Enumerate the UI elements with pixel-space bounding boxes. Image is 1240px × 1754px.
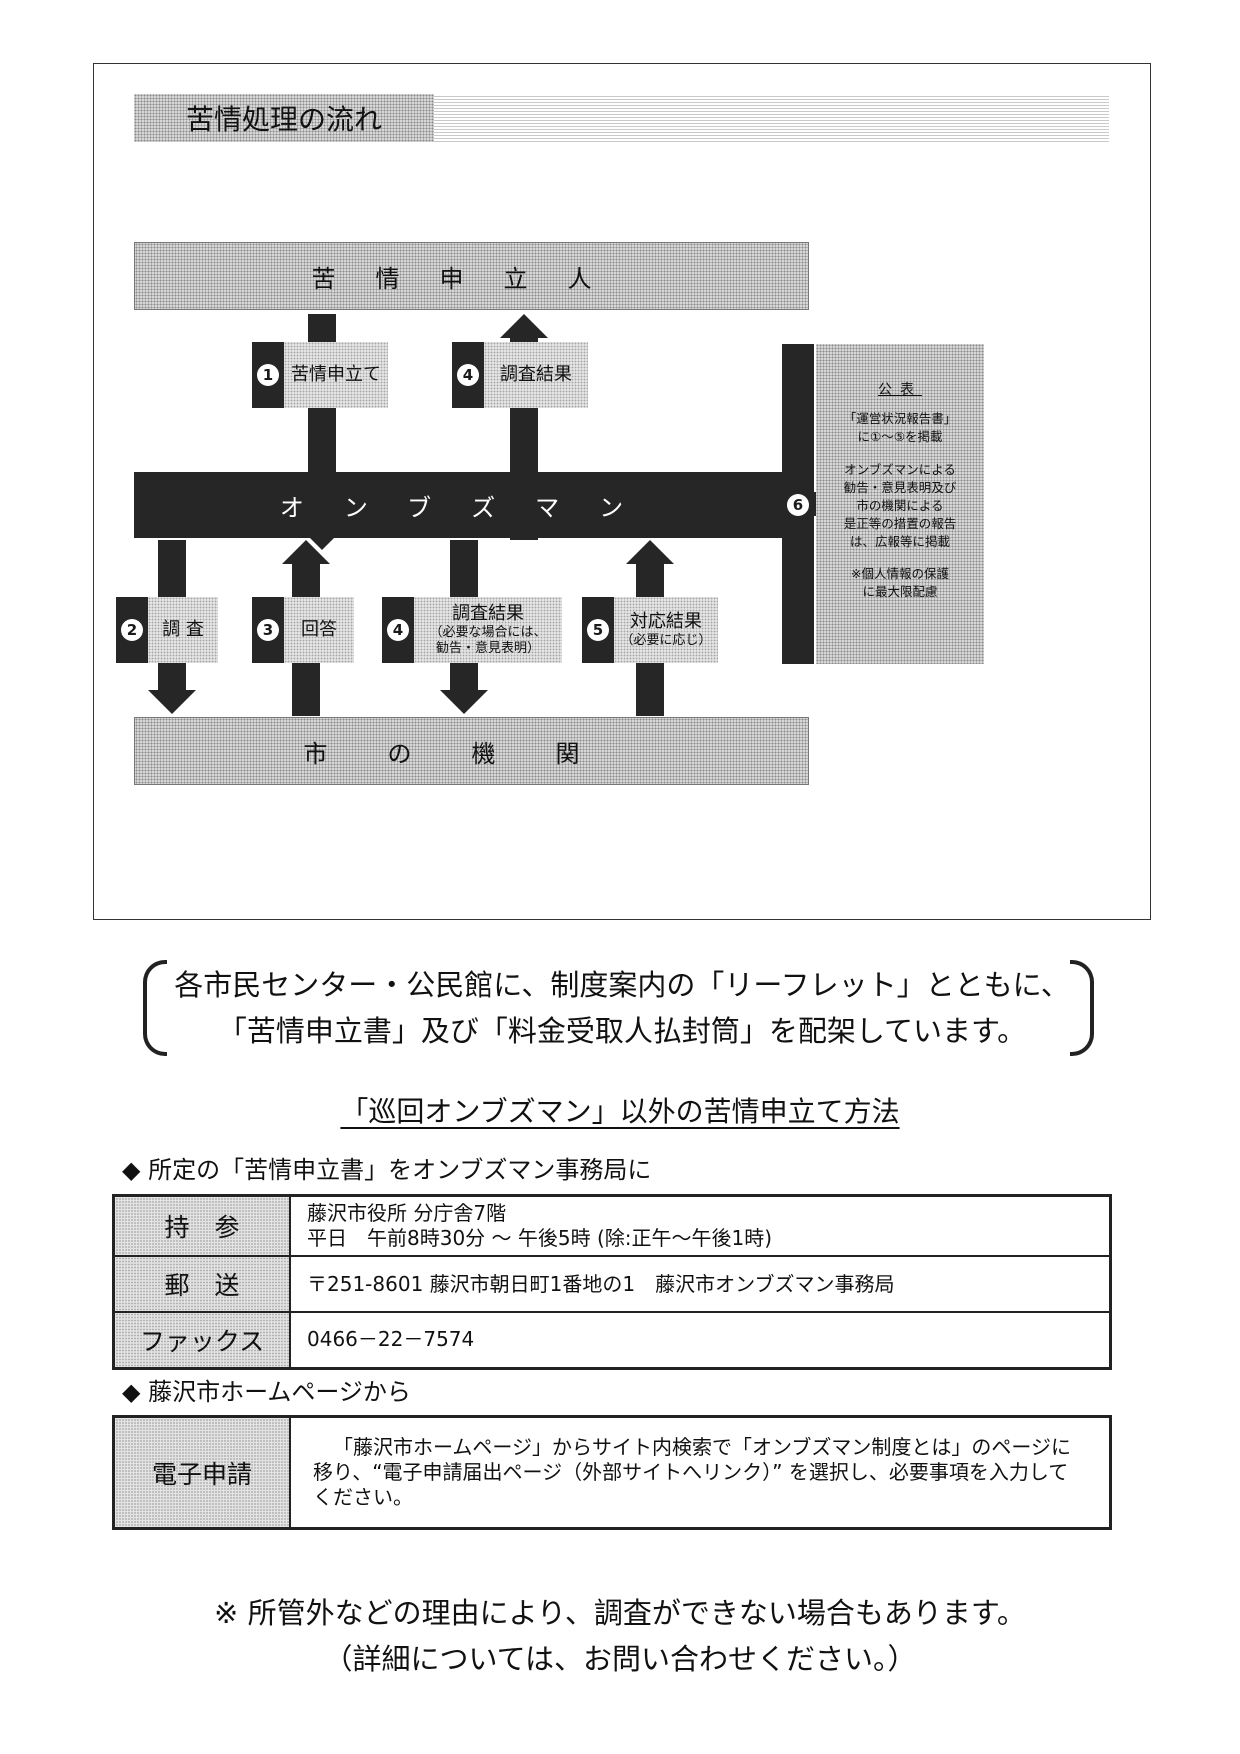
arrow-head-up-3 (282, 540, 330, 564)
table-row: 郵 送 〒251-8601 藤沢市朝日町1番地の1 藤沢市オンブズマン事務局 (112, 1255, 1112, 1313)
step4-top-marker: 4 (452, 342, 484, 408)
complainant-box: 苦情申立人 (134, 242, 809, 310)
online-table: 電子申請 「藤沢市ホームページ」からサイト内検索で「オンブズマン制度とは」のペー… (112, 1415, 1112, 1530)
row-value-bring: 藤沢市役所 分庁舎7階 平日 午前8時30分 ～ 午後5時 (除:正午～午後1時… (289, 1194, 1112, 1257)
footer-line2: （詳細については、お問い合わせください。） (323, 1642, 917, 1676)
step1-label-box: 苦情申立て (284, 342, 388, 408)
row-value-line: 〒251-8601 藤沢市朝日町1番地の1 藤沢市オンブズマン事務局 (307, 1271, 895, 1296)
complainant-label: 苦情申立人 (311, 264, 632, 293)
section2-heading-text: 藤沢市ホームページから (148, 1378, 411, 1406)
step1-marker: 1 (252, 342, 284, 408)
arrow-head-down-4 (440, 690, 488, 714)
step5-label-box: 対応結果 （必要に応じ） (614, 597, 718, 663)
publication-line4: 勧告・意見表明及び (843, 479, 957, 495)
step4-bottom-label: 調査結果 (452, 602, 524, 624)
arrow-head-down-2 (148, 690, 196, 714)
step4-top-label-box: 調査結果 (484, 342, 588, 408)
notice-bracket-left (143, 960, 167, 1056)
step5-label: 対応結果 (630, 610, 702, 632)
step3-number: 3 (257, 619, 279, 641)
publication-line8: ※個人情報の保護 (851, 566, 949, 582)
diamond-icon: ◆ (122, 1156, 141, 1184)
row-label-fax: ファックス (112, 1311, 291, 1369)
publication-line6: 是正等の措置の報告 (843, 515, 957, 531)
online-value-cell: 「藤沢市ホームページ」からサイト内検索で「オンブズマン制度とは」のページに移り、… (289, 1415, 1112, 1530)
row-value-line: 0466－22－7574 (307, 1327, 475, 1352)
step4-bottom-number: 4 (387, 619, 409, 641)
section1-heading-text: 所定の「苦情申立書」をオンブズマン事務局に (148, 1156, 652, 1184)
row-label-text: 持 参 (164, 1213, 240, 1242)
methods-title: 「巡回オンブズマン」以外の苦情申立て方法 (0, 1090, 1240, 1130)
step3-label: 回答 (301, 618, 337, 640)
step6-number: 6 (787, 494, 809, 516)
flow-title: 苦情処理の流れ (185, 103, 382, 136)
footer-note: ※ 所管外などの理由により、調査ができない場合もあります。 （詳細については、お… (0, 1590, 1240, 1682)
step1-label: 苦情申立て (291, 363, 381, 385)
publication-line1: 「運営状況報告書」 (843, 411, 957, 427)
row-label-text: 郵 送 (164, 1271, 240, 1300)
step2-label-box: 調 査 (148, 597, 218, 663)
row-label-mail: 郵 送 (112, 1255, 291, 1313)
step2-number: 2 (121, 619, 143, 641)
diamond-icon: ◆ (122, 1378, 141, 1406)
row-label-bring: 持 参 (112, 1194, 291, 1257)
city-agency-box: 市の機関 (134, 717, 809, 785)
submission-table: 持 参 藤沢市役所 分庁舎7階 平日 午前8時30分 ～ 午後5時 (除:正午～… (112, 1194, 1112, 1370)
step4-bottom-label-box: 調査結果 （必要な場合には、 勧告・意見表明） (414, 597, 562, 663)
publication-heading: 公表 (878, 382, 922, 398)
step4-bottom-note2: 勧告・意見表明） (435, 641, 540, 657)
row-value-fax: 0466－22－7574 (289, 1311, 1112, 1369)
notice-line2: 「苦情申立書」及び「料金受取人払封筒」を配架しています。 (217, 1014, 1027, 1048)
row-value-line: 藤沢市役所 分庁舎7階 (307, 1201, 507, 1225)
section1-heading: ◆ 所定の「苦情申立書」をオンブズマン事務局に (122, 1150, 651, 1185)
step4-bottom-note: （必要な場合には、 (429, 625, 547, 640)
publication-line3: オンブズマンによる (844, 461, 956, 477)
step1-number: 1 (257, 364, 279, 386)
notice-line1: 各市民センター・公民館に、制度案内の「リーフレット」とともに、 (174, 968, 1070, 1002)
step5-number: 5 (587, 619, 609, 641)
methods-title-text: 「巡回オンブズマン」以外の苦情申立て方法 (340, 1095, 900, 1128)
row-value-mail: 〒251-8601 藤沢市朝日町1番地の1 藤沢市オンブズマン事務局 (289, 1255, 1112, 1313)
online-instructions: 「藤沢市ホームページ」からサイト内検索で「オンブズマン制度とは」のページに移り、… (313, 1435, 1071, 1509)
flow-diagram-frame: 苦情処理の流れ 苦情申立人 1 苦情申立て 4 調査結果 オンブズマン 6 公表… (93, 63, 1151, 920)
city-agency-label: 市の機関 (303, 739, 640, 768)
step4-bottom-marker: 4 (382, 597, 414, 663)
footer-line1: ※ 所管外などの理由により、調査ができない場合もあります。 (214, 1596, 1026, 1630)
row-label-text: ファックス (139, 1326, 265, 1356)
publication-bar: 6 (782, 344, 814, 664)
step4-top-label: 調査結果 (500, 363, 572, 385)
publication-line5: 市の機関による (856, 497, 944, 513)
online-label-cell: 電子申請 (112, 1415, 291, 1530)
table-row: 電子申請 「藤沢市ホームページ」からサイト内検索で「オンブズマン制度とは」のペー… (112, 1415, 1112, 1530)
step2-label: 調 査 (162, 618, 204, 640)
step3-label-box: 回答 (284, 597, 354, 663)
step5-note: （必要に応じ） (620, 633, 712, 649)
notice-bracket-right (1070, 960, 1094, 1056)
publication-box: 公表 「運営状況報告書」 に①～⑤を掲載 オンブズマンによる 勧告・意見表明及び… (816, 344, 984, 664)
arrow-head-up-5 (626, 540, 674, 564)
online-label: 電子申請 (151, 1459, 252, 1489)
publication-line7: は、広報等に掲載 (849, 534, 950, 550)
arrow-head-up-4 (500, 314, 548, 338)
section2-heading: ◆ 藤沢市ホームページから (122, 1372, 411, 1407)
publication-line9: に最大限配慮 (862, 584, 938, 600)
publication-line2: に①～⑤を掲載 (857, 429, 943, 445)
table-row: ファックス 0466－22－7574 (112, 1311, 1112, 1369)
step4-top-number: 4 (457, 364, 479, 386)
step5-marker: 5 (582, 597, 614, 663)
step2-marker: 2 (116, 597, 148, 663)
step3-marker: 3 (252, 597, 284, 663)
ombudsman-label: オンブズマン (279, 493, 664, 522)
flow-title-box: 苦情処理の流れ (134, 94, 434, 142)
table-row: 持 参 藤沢市役所 分庁舎7階 平日 午前8時30分 ～ 午後5時 (除:正午～… (112, 1194, 1112, 1257)
notice-text: 各市民センター・公民館に、制度案内の「リーフレット」とともに、 「苦情申立書」及… (172, 962, 1072, 1054)
row-value-line: 平日 午前8時30分 ～ 午後5時 (除:正午～午後1時) (307, 1226, 773, 1250)
ombudsman-box: オンブズマン (134, 472, 809, 538)
